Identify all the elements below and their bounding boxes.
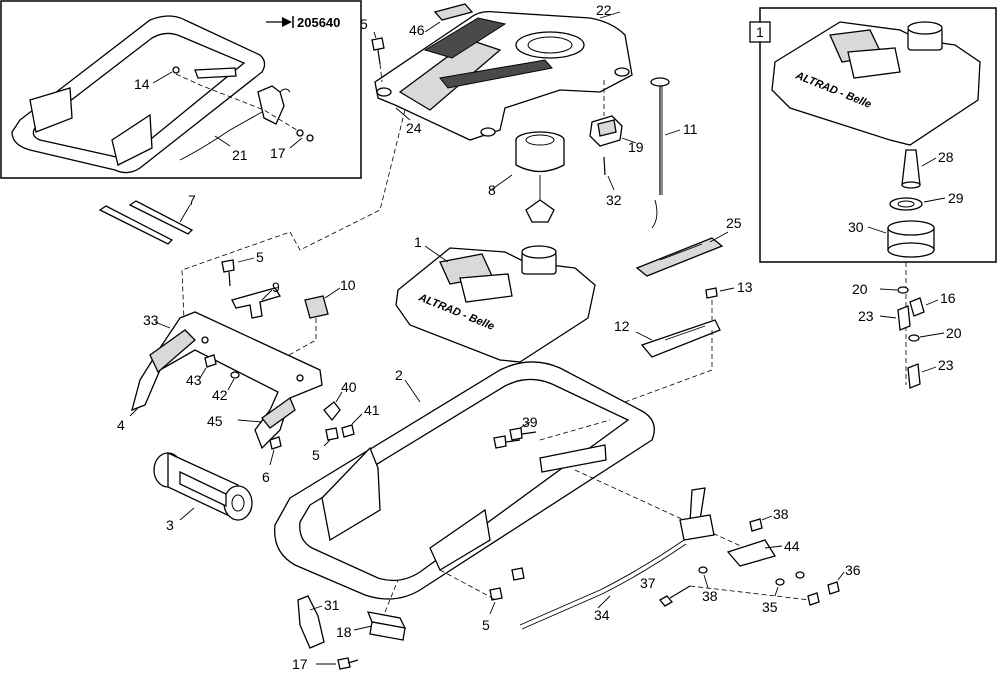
bolt-39a [493, 435, 507, 449]
callout-3: 3 [166, 517, 174, 533]
callout-33: 33 [143, 312, 159, 328]
callout-45: 45 [207, 413, 223, 429]
inset-fuel-tank: ALTRAD - Belle [771, 21, 981, 146]
callout-46: 46 [409, 22, 425, 38]
washer-42 [230, 371, 240, 379]
callout-29: 29 [948, 190, 964, 206]
bolt-5-top [371, 37, 385, 65]
bolt-13 [705, 287, 718, 299]
label-46 [433, 3, 474, 21]
pad-25 [635, 237, 724, 277]
callout-10: 10 [340, 277, 356, 293]
callout-20b: 20 [946, 325, 962, 341]
bracket-12 [640, 319, 721, 358]
right-inset: 1 ALTRAD - Belle 28 29 30 [749, 7, 997, 263]
callout-17b: 17 [292, 656, 308, 672]
isolator-mount-3 [153, 451, 253, 522]
callout-17a: 17 [270, 145, 286, 161]
bolt-5-mid [325, 427, 339, 441]
clip-40 [323, 401, 341, 422]
bracket-31 [297, 595, 325, 649]
callout-38a: 38 [773, 506, 789, 522]
washer-35 [775, 578, 785, 586]
callout-38b: 38 [702, 588, 718, 604]
callout-41: 41 [364, 402, 380, 418]
callout-6: 6 [262, 469, 270, 485]
dipstick-11 [650, 77, 670, 229]
callout-5c: 5 [312, 447, 320, 463]
left-inset: 205640 14 21 17 [0, 0, 362, 179]
callout-44: 44 [784, 538, 800, 554]
bolt-37 [659, 595, 673, 607]
handle-frame-2 [274, 361, 655, 600]
callout-24: 24 [406, 120, 422, 136]
callout-2: 2 [395, 367, 403, 383]
callout-23a: 23 [858, 308, 874, 324]
nut-36-a [807, 592, 820, 606]
fittings-right: 20 16 23 20 23 [852, 281, 962, 389]
top-cover-22 [374, 10, 633, 141]
filter-28 [901, 149, 921, 186]
callout-30: 30 [848, 219, 864, 235]
plate-9 [231, 287, 282, 319]
callout-23b: 23 [938, 357, 954, 373]
callout-36: 36 [845, 562, 861, 578]
callout-4: 4 [117, 417, 125, 433]
callout-13: 13 [737, 279, 753, 295]
callout-39: 39 [522, 414, 538, 430]
callout-5d: 5 [482, 617, 490, 633]
callout-5b: 5 [256, 249, 264, 265]
callout-21: 21 [232, 147, 248, 163]
mount-bracket-33 [131, 311, 323, 450]
callout-7: 7 [188, 192, 196, 208]
callout-12: 12 [614, 318, 630, 334]
bolt-17 [337, 657, 351, 670]
callout-35: 35 [762, 599, 778, 615]
callout-43: 43 [186, 372, 202, 388]
nut-43 [204, 354, 217, 368]
bolt-5-lower-a [511, 567, 525, 581]
callout-1: 1 [414, 234, 422, 250]
inset-ref-code: 205640 [297, 15, 340, 30]
callout-14: 14 [134, 76, 150, 92]
cable-ties-7 [98, 200, 194, 245]
callout-34: 34 [594, 607, 610, 623]
filler-cap-8 [515, 131, 565, 223]
clip-19 [589, 115, 623, 147]
callout-37: 37 [640, 575, 656, 591]
plate-44 [726, 539, 777, 567]
callout-19: 19 [628, 139, 644, 155]
callout-31: 31 [324, 597, 340, 613]
callout-16: 16 [940, 290, 956, 306]
nut-6 [269, 436, 282, 450]
callout-42: 42 [212, 387, 228, 403]
callout-25: 25 [726, 215, 742, 231]
callout-11: 11 [683, 121, 698, 137]
callout-32: 32 [606, 192, 622, 208]
bolt-39b [509, 427, 523, 441]
block-10 [304, 295, 329, 319]
bolt-5-left [221, 259, 235, 273]
fuel-tank-1: ALTRAD - Belle [395, 245, 596, 363]
callout-40: 40 [341, 379, 357, 395]
inset-badge: 1 [756, 24, 764, 40]
callout-9: 9 [272, 279, 280, 295]
washer-38b [698, 566, 708, 574]
nut-36 [827, 581, 840, 595]
callout-5a: 5 [360, 16, 368, 32]
callout-20a: 20 [852, 281, 868, 297]
inset-handle-frame [11, 15, 314, 174]
callout-18: 18 [336, 624, 352, 640]
callout-8: 8 [488, 182, 496, 198]
callout-28: 28 [938, 149, 954, 165]
nut-38a [749, 518, 763, 532]
callout-22: 22 [596, 2, 612, 18]
nut-41 [341, 424, 355, 438]
bolt-5-lower [489, 587, 503, 601]
throttle-lever-34 [519, 487, 715, 630]
